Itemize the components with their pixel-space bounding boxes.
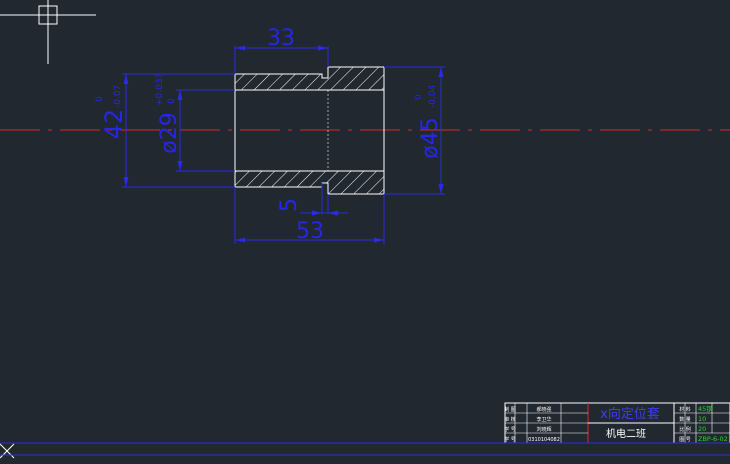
bottom-wall-section bbox=[234, 170, 385, 195]
title-block-label: 数 量 bbox=[679, 416, 691, 423]
dim-right-outer: ø45 0 -0.04 bbox=[414, 84, 443, 158]
svg-text:0: 0 bbox=[414, 94, 424, 100]
dim-groove: 5 bbox=[277, 198, 302, 212]
title-block-label: 材 料 bbox=[679, 406, 691, 413]
svg-text:-0.04: -0.04 bbox=[428, 84, 438, 108]
svg-text:ø29: ø29 bbox=[157, 112, 182, 153]
title-block-role: 审 核 bbox=[504, 416, 516, 423]
dim-bottom-width: 53 bbox=[296, 219, 324, 244]
svg-text:0: 0 bbox=[167, 98, 177, 104]
class-name: 机电二班 bbox=[606, 427, 646, 440]
dim-left-outer: 42 0 -0.07 bbox=[95, 85, 128, 140]
title-block-role: 学 号 bbox=[504, 426, 516, 433]
svg-text:0: 0 bbox=[95, 96, 105, 102]
title-block-value: ZBP-6-02 bbox=[698, 435, 728, 443]
title-block-name: 李卫华 bbox=[536, 416, 551, 423]
title-block-role: 制 图 bbox=[504, 406, 516, 413]
title-block-value: 45钢 bbox=[698, 405, 713, 413]
title-block-role: 学 号 bbox=[504, 436, 516, 443]
drawing-title: x向定位套 bbox=[600, 406, 660, 422]
ucs-icon bbox=[0, 443, 15, 459]
title-block-name: 0310104082 bbox=[528, 437, 560, 443]
svg-text:ø45: ø45 bbox=[418, 117, 443, 158]
svg-text:-0.07: -0.07 bbox=[113, 85, 123, 108]
title-block-name: 郝晓强 bbox=[536, 406, 551, 413]
title-block-value: 20 bbox=[698, 425, 706, 433]
title-block-label: 图 号 bbox=[679, 437, 691, 443]
title-block[interactable] bbox=[504, 402, 730, 444]
dim-bore: ø29 +0.033 0 bbox=[155, 73, 182, 154]
title-block-label: 比 例 bbox=[679, 426, 691, 433]
svg-text:+0.033: +0.033 bbox=[155, 73, 165, 106]
top-wall-section bbox=[234, 66, 385, 91]
dimension-lines bbox=[122, 46, 445, 244]
dim-top-width: 33 bbox=[267, 26, 295, 51]
title-block-name: 刘晓辉 bbox=[536, 426, 551, 433]
title-block-value: 10 bbox=[698, 415, 706, 423]
bushing-section[interactable] bbox=[234, 66, 385, 195]
svg-text:42: 42 bbox=[100, 109, 128, 140]
dimension-arrows bbox=[123, 45, 444, 243]
crosshair-cursor-icon bbox=[0, 0, 96, 64]
